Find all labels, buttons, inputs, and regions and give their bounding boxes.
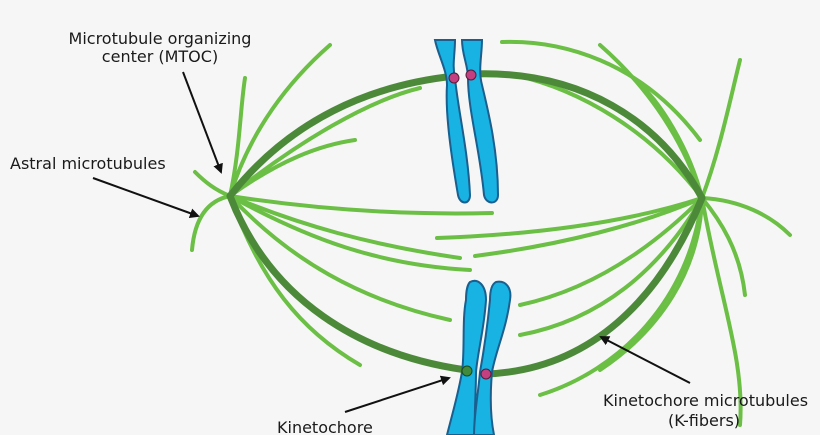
- kinetochore-dot: [448, 72, 460, 84]
- astral-mt-1: [228, 43, 332, 198]
- k-fiber-lower-right: [482, 194, 706, 378]
- pointer-arrows: [92, 71, 691, 413]
- astral-mt-16: [500, 39, 702, 142]
- k-fiber-upper-right: [468, 70, 706, 202]
- astral-mt-8: [228, 194, 462, 260]
- labels: Microtubule organizing center (MTOC) Ast…: [10, 29, 808, 435]
- label-kfiber-line2: (K-fibers): [668, 411, 740, 430]
- arrow-kfiber: [599, 336, 691, 384]
- astral-mt-21: [700, 196, 747, 297]
- kinetochore-dot: [480, 368, 492, 380]
- astral-mt-23: [538, 196, 704, 397]
- k-fiber-upper-left: [226, 72, 459, 200]
- label-mtoc-line1: Microtubule organizing: [69, 29, 252, 48]
- astral-mt-20: [518, 196, 704, 337]
- upper-chromosome: [433, 39, 500, 204]
- astral-mt-5: [190, 194, 232, 252]
- label-mtoc-line2: center (MTOC): [102, 47, 218, 66]
- arrow-mtoc: [182, 71, 223, 174]
- astral-mt-9: [228, 194, 472, 272]
- astral-mt-17: [435, 196, 704, 240]
- astral-mt-19: [518, 196, 704, 307]
- astral-mt-14: [700, 58, 742, 200]
- kinetochore-microtubules: [226, 70, 706, 378]
- kinetochore-dot: [465, 69, 477, 81]
- astral-mt-2: [228, 76, 247, 198]
- kinetochore-dot: [461, 365, 473, 377]
- arrow-astral: [92, 177, 200, 218]
- k-fiber-lower-left: [226, 192, 470, 374]
- label-kinetochore: Kinetochore: [277, 418, 373, 435]
- lower-chromosome: [445, 280, 512, 435]
- label-astral-microtubules: Astral microtubules: [10, 154, 166, 173]
- astral-mt-25: [700, 196, 792, 237]
- label-kfiber-line1: Kinetochore microtubules: [603, 391, 808, 410]
- astral-mt-13: [633, 78, 704, 200]
- astral-mt-4: [228, 86, 422, 198]
- arrow-kinetochore: [344, 375, 451, 413]
- astral-mt-18: [473, 196, 704, 258]
- astral-mt-6: [193, 170, 232, 198]
- astral-mt-7: [228, 194, 494, 216]
- astral-mt-10: [228, 194, 452, 322]
- astral-mt-24: [700, 196, 743, 427]
